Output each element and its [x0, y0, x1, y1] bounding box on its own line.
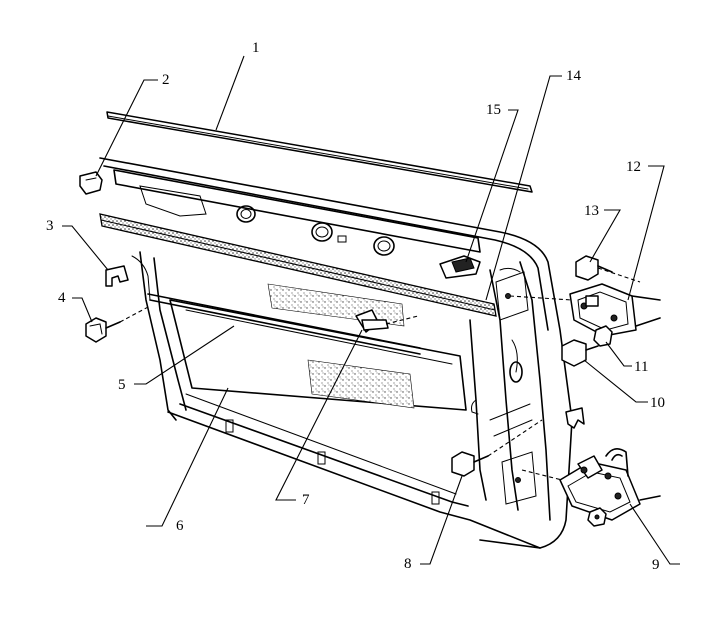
part-3-clip — [105, 265, 129, 287]
callout-15: 15 — [486, 102, 501, 118]
callout-labels: 1 2 3 4 5 6 7 8 9 10 11 12 13 14 15 — [46, 40, 665, 573]
callout-12: 12 — [626, 159, 641, 175]
part-14-belt-weatherstrip — [99, 213, 497, 317]
upper-hinge-assembly — [509, 255, 661, 367]
part-4-bolt — [85, 305, 151, 343]
callout-3: 3 — [46, 218, 54, 234]
callout-6: 6 — [176, 518, 184, 534]
door-inner-panel — [99, 157, 585, 549]
callout-13: 13 — [584, 203, 599, 219]
part-5-bar — [147, 293, 421, 355]
callout-4: 4 — [58, 290, 66, 306]
callout-10: 10 — [650, 395, 665, 411]
leader-lines — [62, 55, 680, 565]
callout-8: 8 — [404, 556, 412, 572]
callout-14: 14 — [566, 68, 582, 84]
part-15-connector — [439, 255, 481, 279]
part-8-bolt — [451, 419, 543, 477]
part-9-lower-hinge — [521, 448, 661, 527]
callout-11: 11 — [634, 359, 648, 375]
part-7-push-clip — [355, 309, 419, 333]
callout-2: 2 — [162, 72, 170, 88]
callout-1: 1 — [252, 40, 260, 56]
callout-5: 5 — [118, 377, 126, 393]
callout-7: 7 — [302, 492, 310, 508]
part-2-clip — [79, 171, 103, 195]
callout-9: 9 — [652, 557, 660, 573]
part-1-top-strip — [106, 111, 533, 193]
